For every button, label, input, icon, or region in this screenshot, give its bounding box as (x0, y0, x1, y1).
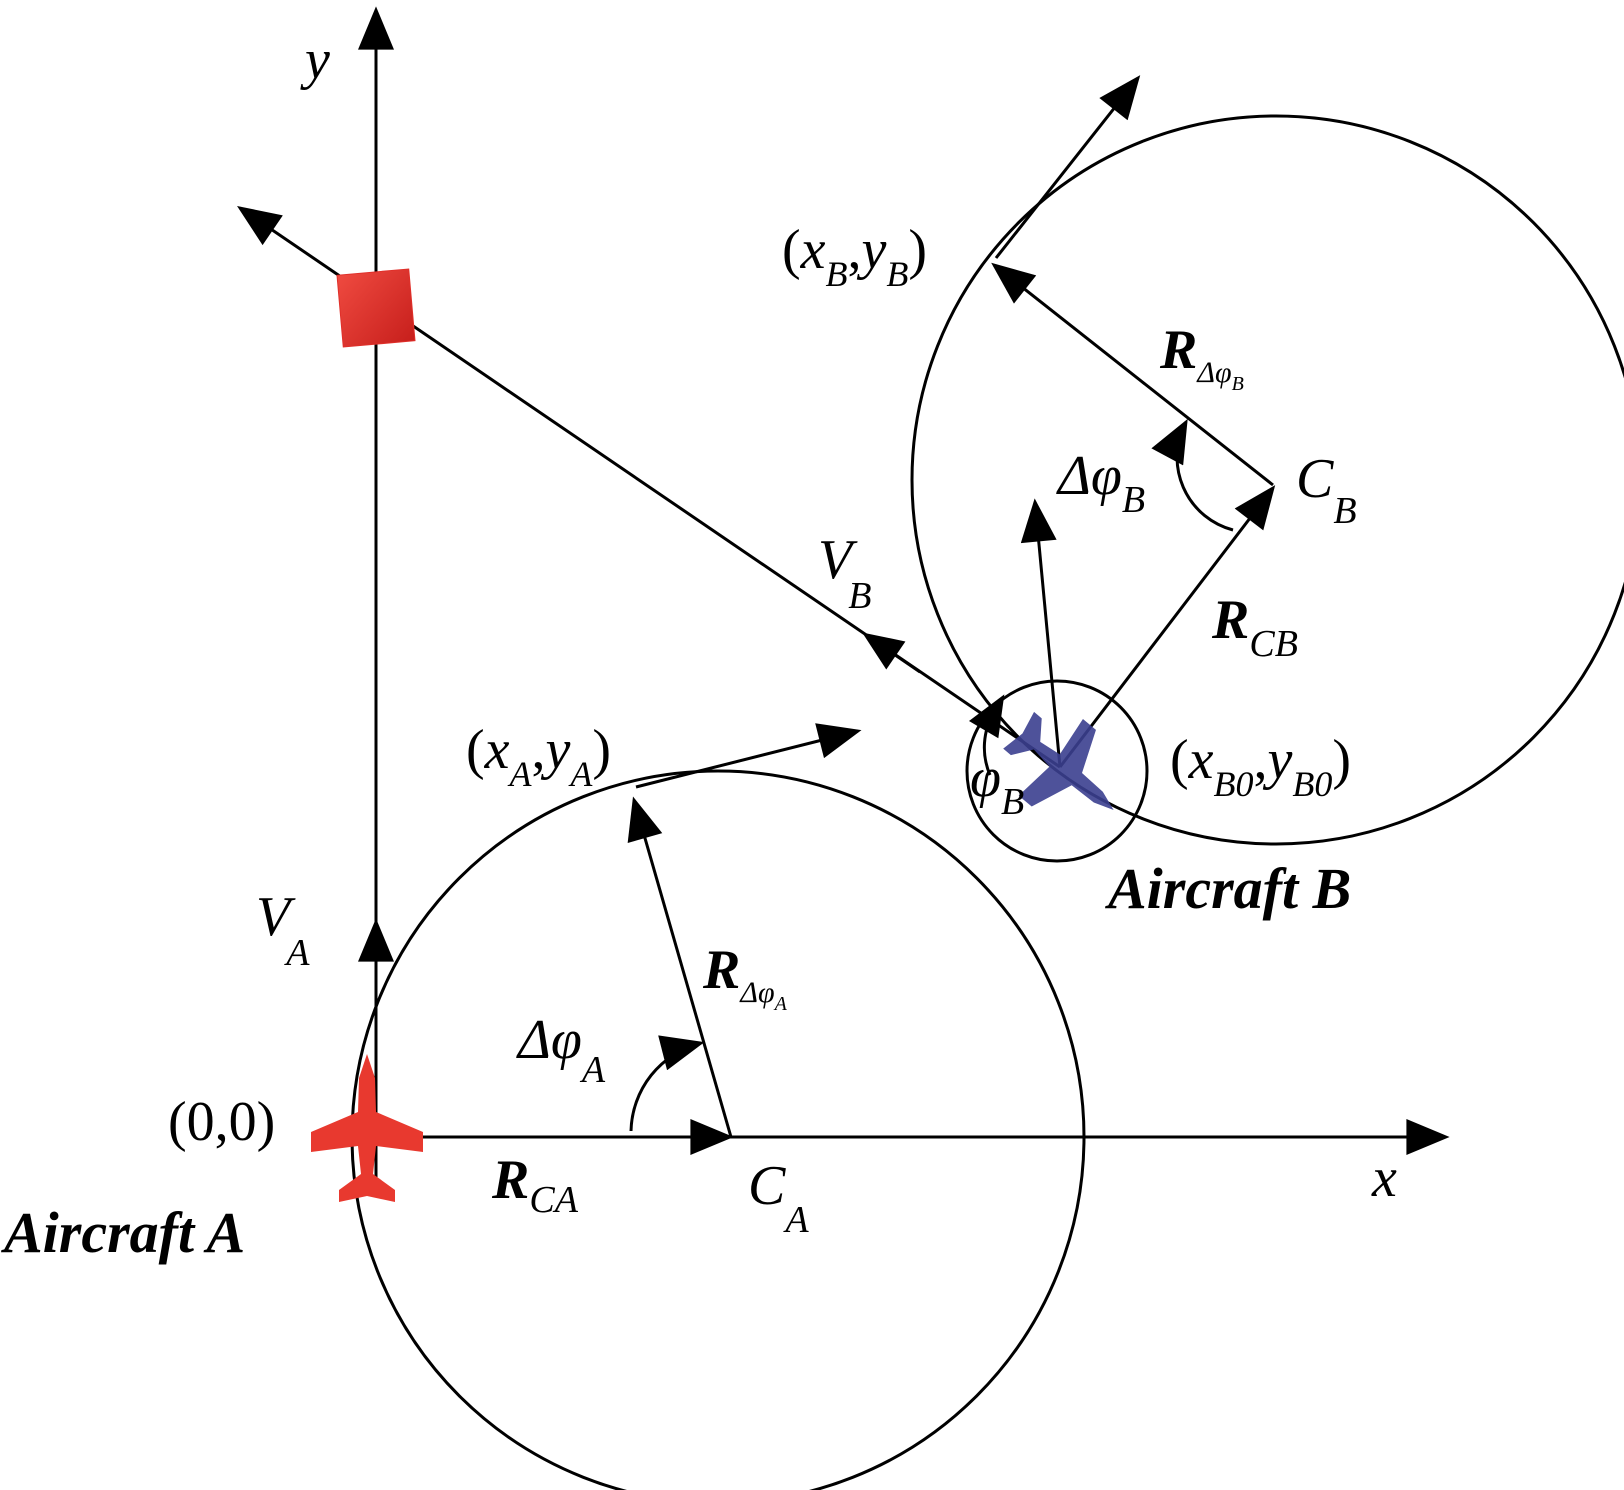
turn-circle-b (910, 114, 1624, 846)
aircraft-a-name: Aircraft A (1, 1200, 245, 1265)
point-b-label: (xB,yB) (782, 219, 927, 294)
point-a-label: (xA,yA) (466, 719, 611, 794)
aircraft-b-name: Aircraft B (1105, 856, 1351, 921)
turn-angle-b-arc (1151, 418, 1234, 532)
aircraft-b-small-circle (965, 679, 1149, 863)
turn-radius-b-arrow (991, 262, 1274, 487)
conflict-point-marker (336, 268, 416, 348)
turn-radius-a-arrow (627, 796, 733, 1138)
turn-angle-a-arc (629, 1035, 705, 1132)
heading-b-label: φB (970, 747, 1024, 823)
start-point-b-label: (xB0,yB0) (1170, 729, 1351, 804)
turn-circle-a (350, 769, 1086, 1490)
turn-radius-a-label: RΔφA (702, 939, 788, 1015)
aircraft-b-icon (1003, 711, 1114, 810)
x-axis-label: x (1371, 1147, 1397, 1209)
turn-angle-b-label: ΔφB (1056, 445, 1145, 521)
tangent-b-arrow (994, 75, 1141, 259)
heading-b-arc (969, 694, 1005, 776)
heading-b-arrow (1020, 498, 1062, 768)
turn-angle-a-label: ΔφA (516, 1009, 606, 1091)
y-axis-label: y (300, 29, 330, 91)
radius-cb-label: RCB (1211, 589, 1298, 665)
turn-radius-b-label: RΔφB (1159, 319, 1244, 395)
tangent-a-arrow (635, 723, 862, 789)
radius-cb-arrow (1058, 485, 1276, 768)
center-a-label: CA (748, 1155, 809, 1241)
center-b-label: CB (1296, 448, 1357, 532)
aircraft-a-icon (311, 1054, 423, 1202)
origin-label: (0,0) (168, 1091, 275, 1153)
velocity-b-mid-arrow (862, 632, 921, 674)
radius-ca-label: RCA (491, 1149, 579, 1221)
